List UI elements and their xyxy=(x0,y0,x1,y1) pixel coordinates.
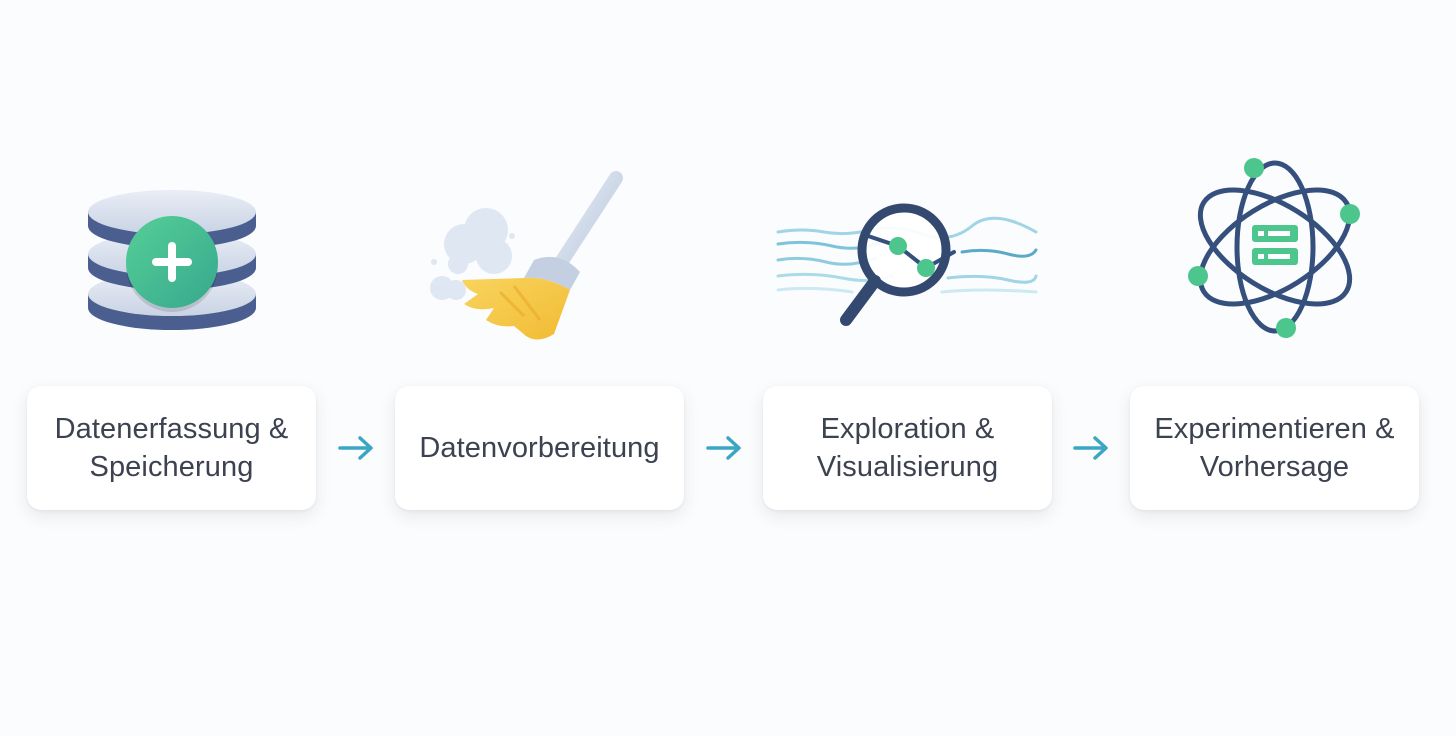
step-card-datenerfassung: Datenerfassung & Speicherung xyxy=(27,386,316,510)
step-label-line: Experimentieren & xyxy=(1154,413,1395,445)
step-label-line: Datenvorbereitung xyxy=(419,432,660,464)
step-label: Datenvorbereitung xyxy=(419,429,659,467)
step-card-datenvorbereitung: Datenvorbereitung xyxy=(395,386,684,510)
magnifier-chart-icon xyxy=(772,196,1044,336)
step-label-line: Vorhersage xyxy=(1199,451,1350,483)
atom-server-icon xyxy=(1182,152,1368,342)
broom-icon xyxy=(420,166,640,350)
step-label-line: Datenerfassung & xyxy=(54,413,289,445)
arrow-right-icon xyxy=(1071,432,1111,464)
step-label: Experimentieren & Vorhersage xyxy=(1154,410,1394,486)
arrow-right-icon xyxy=(336,432,376,464)
step-label: Datenerfassung & Speicherung xyxy=(55,410,289,486)
step-label-line: Speicherung xyxy=(89,451,254,483)
arrow-right-icon xyxy=(704,432,744,464)
step-card-exploration: Exploration & Visualisierung xyxy=(763,386,1052,510)
step-label: Exploration & Visualisierung xyxy=(817,410,998,486)
step-label-line: Visualisierung xyxy=(816,451,999,483)
step-card-experimentieren: Experimentieren & Vorhersage xyxy=(1130,386,1419,510)
database-add-icon xyxy=(76,176,268,336)
step-label-line: Exploration & xyxy=(820,413,995,445)
